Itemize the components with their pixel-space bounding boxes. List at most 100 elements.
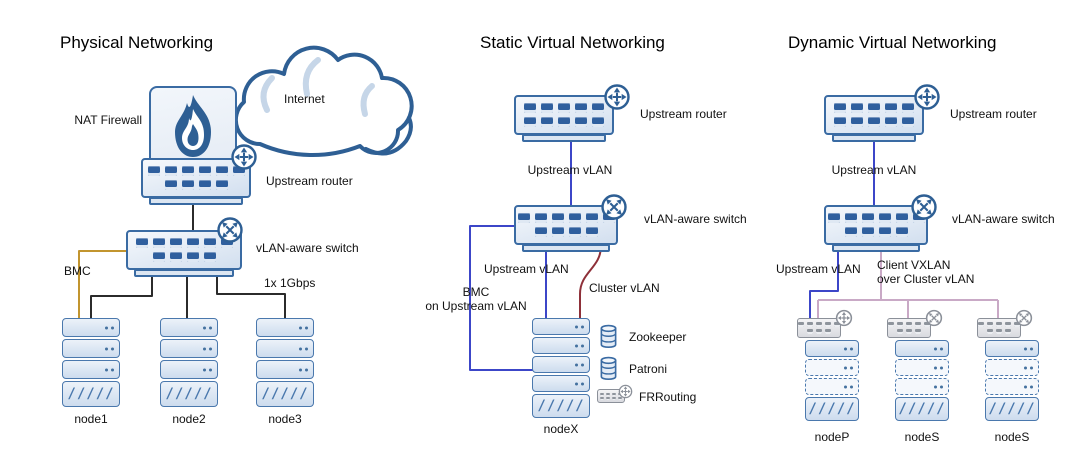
ethernet-port <box>152 252 165 262</box>
ethernet-port <box>551 213 564 223</box>
server-unit <box>256 360 314 379</box>
virtual-machine-unit <box>895 359 949 376</box>
ethernet-port <box>169 238 182 248</box>
firewall-flame-icon <box>175 95 211 157</box>
server-unit <box>160 360 218 379</box>
ethernet-port <box>834 103 846 113</box>
frrouting-label: FRRouting <box>639 390 697 404</box>
patroni-label: Patroni <box>629 362 668 376</box>
virtual-machine-unit <box>895 378 949 395</box>
section-title-physical: Physical Networking <box>60 33 214 52</box>
ethernet-port <box>807 329 813 334</box>
nat-firewall-label: NAT Firewall <box>74 113 142 127</box>
ethernet-port <box>895 213 908 223</box>
ethernet-port <box>215 180 228 190</box>
ethernet-port <box>585 227 598 237</box>
server-hatch-unit: ///// <box>805 397 859 421</box>
ethernet-port <box>851 117 863 127</box>
ethernet-port <box>181 166 194 176</box>
zookeeper-label: Zookeeper <box>629 330 687 344</box>
ethernet-port <box>198 180 211 190</box>
upstream-vlan-label: Upstream vLAN <box>776 262 861 276</box>
ethernet-port <box>868 103 880 113</box>
bmc-label: BMC <box>64 264 91 278</box>
ethernet-port <box>203 238 216 248</box>
switch-icon <box>910 193 938 221</box>
node1-label: node1 <box>74 412 108 426</box>
ethernet-port <box>612 392 616 396</box>
ethernet-port <box>897 322 903 327</box>
ethernet-port <box>897 329 903 334</box>
ethernet-port <box>885 117 897 127</box>
ethernet-port <box>816 322 822 327</box>
virtual-switch-icon <box>1015 309 1033 327</box>
server-unit <box>532 337 590 354</box>
server-unit <box>532 356 590 373</box>
ethernet-port <box>164 180 177 190</box>
upstream-router-label: Upstream router <box>640 107 727 121</box>
node3-label: node3 <box>268 412 302 426</box>
server-hatch-unit: ///// <box>160 381 218 407</box>
vlan-switch-dynamic <box>824 205 928 252</box>
nodex-label: nodeX <box>543 422 579 436</box>
ethernet-port <box>978 322 984 327</box>
ethernet-port <box>996 322 1002 327</box>
ethernet-port <box>575 103 587 113</box>
patroni-database-icon <box>599 355 618 382</box>
ethernet-port <box>551 227 564 237</box>
ethernet-port <box>169 252 182 262</box>
ethernet-port <box>524 117 536 127</box>
upstream-vlan-link-label: Upstream vLAN <box>831 163 917 177</box>
router-icon <box>603 83 631 111</box>
frrouting-router-icon <box>618 384 633 399</box>
server-hatch-unit: ///// <box>985 397 1039 421</box>
ethernet-port <box>844 227 857 237</box>
ethernet-port <box>592 117 604 127</box>
server-unit <box>62 360 120 379</box>
ethernet-port <box>203 252 216 262</box>
ethernet-port <box>215 166 228 176</box>
server-hatch-unit: ///// <box>62 381 120 407</box>
server-unit <box>160 339 218 358</box>
server-hatch-unit: ///// <box>256 381 314 407</box>
node-virtual-switch <box>977 318 1021 338</box>
ethernet-port <box>902 117 914 127</box>
ethernet-port <box>606 396 610 400</box>
ethernet-port <box>575 117 587 127</box>
node2-label: node2 <box>172 412 206 426</box>
ethernet-port <box>888 322 894 327</box>
hatch-glyph: ///// <box>988 401 1036 417</box>
upstream-vlan-link-label: Upstream vLAN <box>527 163 613 177</box>
server-unit <box>895 340 949 357</box>
ethernet-port <box>906 329 912 334</box>
section-title-static: Static Virtual Networking <box>480 33 665 52</box>
ethernet-port <box>885 103 897 113</box>
ethernet-port <box>186 238 199 248</box>
ethernet-port <box>152 238 165 248</box>
ethernet-port <box>147 166 160 176</box>
ethernet-port <box>807 322 813 327</box>
vlan-switch-label: vLAN-aware switch <box>644 212 747 226</box>
ethernet-port <box>541 103 553 113</box>
ethernet-port <box>585 213 598 223</box>
ethernet-port <box>181 180 194 190</box>
server-unit <box>160 318 218 337</box>
ethernet-port <box>558 117 570 127</box>
port-panel <box>798 319 840 337</box>
hatch-glyph: ///// <box>67 386 115 402</box>
ethernet-port <box>534 227 547 237</box>
server-unit <box>805 340 859 357</box>
virtual-machine-unit <box>985 359 1039 376</box>
hatch-glyph: ///// <box>261 386 309 402</box>
ethernet-port <box>186 252 199 262</box>
router-icon <box>230 143 258 171</box>
hatch-glyph: ///// <box>537 398 585 414</box>
zookeeper-database-icon <box>599 323 618 350</box>
virtual-switch-icon <box>925 309 943 327</box>
gbps-label: 1x 1Gbps <box>264 276 316 290</box>
virtual-router-icon <box>835 309 853 327</box>
ethernet-port <box>541 117 553 127</box>
ethernet-port <box>618 396 622 400</box>
wire-switch-to-node3 <box>216 270 286 322</box>
ethernet-port <box>517 213 530 223</box>
